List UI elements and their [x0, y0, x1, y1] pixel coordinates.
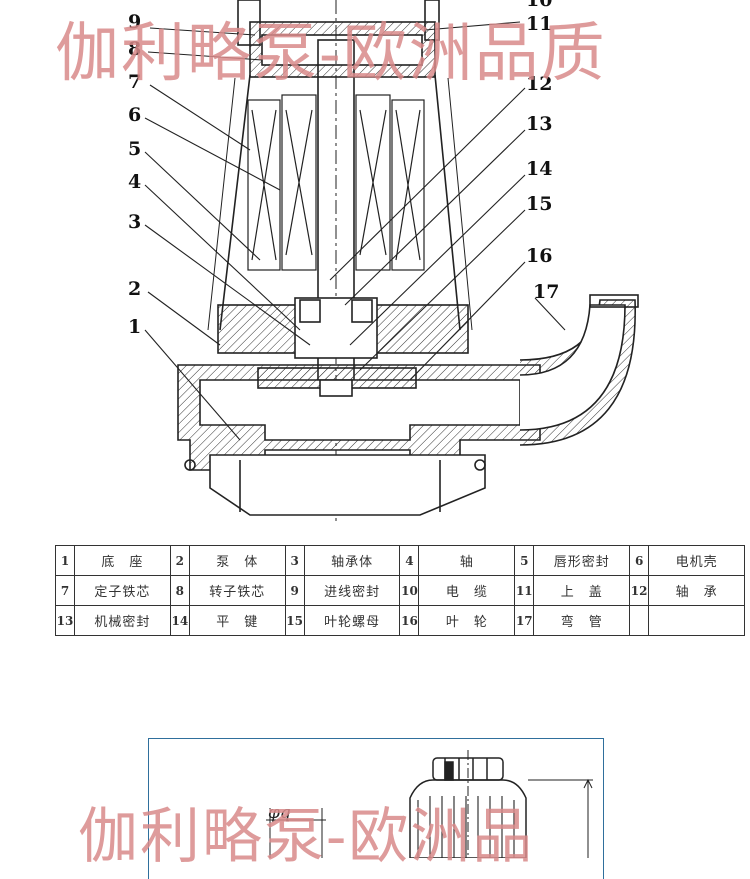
callout-14: 14 — [526, 158, 552, 180]
part-name-cell: 底 座 — [74, 545, 171, 576]
part-number-cell: 4 — [399, 545, 420, 576]
callout-1: 1 — [128, 316, 141, 338]
part-name-cell: 定子铁芯 — [74, 575, 171, 606]
watermark-bottom: 伽利略泵-欧洲品 — [78, 802, 535, 872]
part-name-cell: 电机壳 — [648, 545, 745, 576]
part-name-cell: 弯 管 — [533, 605, 631, 636]
dimension-drawing-frame — [148, 738, 604, 879]
callout-7: 7 — [128, 71, 141, 93]
part-number-cell: 9 — [284, 575, 305, 606]
callout-5: 5 — [128, 138, 141, 160]
part-number-cell: 16 — [399, 605, 420, 636]
callout-2: 2 — [128, 278, 141, 300]
part-name-cell: 机械密封 — [74, 605, 171, 636]
callout-6: 6 — [128, 104, 141, 126]
callout-15: 15 — [526, 193, 552, 215]
part-name-cell: 叶轮螺母 — [303, 605, 401, 636]
callout-16: 16 — [526, 245, 552, 267]
part-number-cell: 2 — [169, 545, 190, 576]
part-number-cell: 12 — [629, 575, 650, 606]
part-number-cell: 7 — [55, 575, 75, 606]
callout-4: 4 — [128, 171, 141, 193]
callout-17: 17 — [533, 281, 559, 303]
part-number-cell: 15 — [284, 605, 305, 636]
part-number-cell: 11 — [514, 575, 535, 606]
callout-10: 10 — [526, 0, 552, 11]
part-name-cell: 轴承体 — [303, 545, 401, 576]
watermark-top: 伽利略泵-欧洲品质 — [55, 17, 607, 91]
callout-12: 12 — [526, 73, 552, 95]
part-number-cell: 3 — [284, 545, 305, 576]
part-number-cell: 5 — [514, 545, 535, 576]
part-number-cell: 17 — [514, 605, 535, 636]
part-name-cell: 转子铁芯 — [188, 575, 286, 606]
callout-3: 3 — [128, 211, 141, 233]
part-number-cell: 10 — [399, 575, 420, 606]
pump-section-drawing: 9 8 7 6 5 4 3 2 1 10 11 12 13 14 15 16 1… — [128, 0, 639, 525]
cable-entry — [237, 0, 261, 46]
motor-housing-outline — [409, 779, 527, 858]
part-name-cell: 电 缆 — [418, 575, 516, 606]
part-name-cell: 唇形密封 — [533, 545, 631, 576]
callout-9: 9 — [128, 11, 141, 33]
callout-13: 13 — [526, 113, 552, 135]
dimension-label-phi-q: φq — [268, 803, 291, 823]
part-name-cell: 上 盖 — [533, 575, 631, 606]
part-name-cell: 轴 — [418, 545, 516, 576]
part-name-cell: 叶 轮 — [418, 605, 516, 636]
callout-11: 11 — [526, 13, 552, 35]
part-name-cell: 平 键 — [188, 605, 286, 636]
part-number-cell — [629, 605, 650, 636]
stator-core — [247, 99, 425, 271]
part-number-cell: 1 — [55, 545, 75, 576]
part-number-cell: 8 — [169, 575, 190, 606]
part-name-cell: 进线密封 — [303, 575, 401, 606]
rotor-core — [281, 94, 391, 271]
part-name-cell — [648, 605, 745, 636]
part-number-cell: 13 — [55, 605, 75, 636]
callout-8: 8 — [128, 38, 141, 60]
part-number-cell: 14 — [169, 605, 190, 636]
motor-housing — [219, 74, 461, 331]
base — [209, 454, 486, 516]
part-name-cell: 泵 体 — [188, 545, 286, 576]
part-name-cell: 轴 承 — [648, 575, 745, 606]
part-number-cell: 6 — [629, 545, 650, 576]
